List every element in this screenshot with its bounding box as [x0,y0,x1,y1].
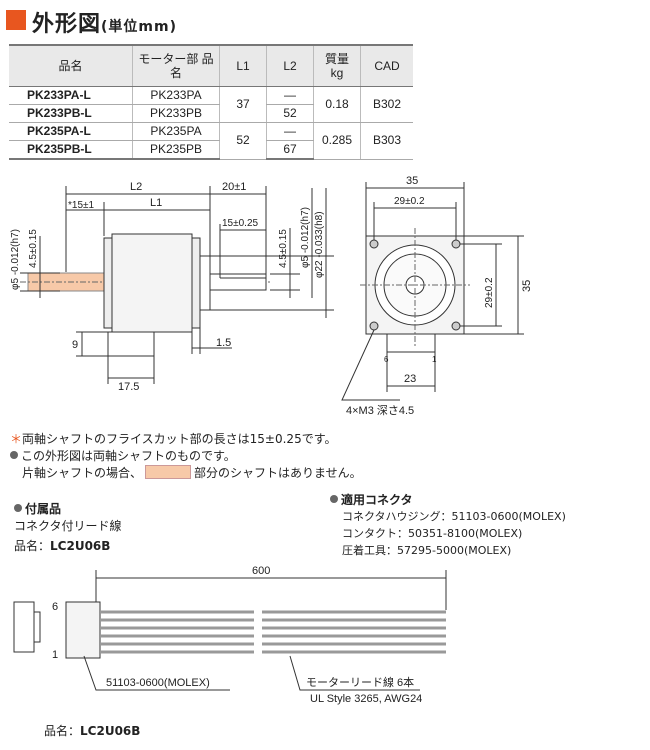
dim-17-5: 17.5 [118,381,139,393]
note-drawing: この外形図は両軸シャフトのものです。 [10,447,236,464]
connector-item: コンタクト：50351-8100(MOLEX) [342,527,523,540]
title-unit: (単位mm) [101,19,177,35]
accessory-heading-text: 付属品 [25,502,62,516]
spec-table: 品名 モーター部 品名 L1 L2 質量 kg CAD PK233PA-L PK… [9,44,413,160]
dim-phi5-front: φ5 -0.012(h7) [300,207,311,268]
table-row: PK233PB-L PK233PB 52 [9,104,413,123]
dim-35-side: 35 [521,280,533,292]
note-text-1: 両軸シャフトのフライスカット部の長さは15±0.25です。 [22,432,337,446]
note-text-3b: 部分のシャフトはありません。 [194,466,362,480]
accessory-model-value: LC2U06B [50,539,111,553]
cell-mass: 0.18 [313,86,361,123]
table-row: PK233PA-L PK233PA 37 — 0.18 B302 [9,86,413,123]
cable-model-value: LC2U06B [80,724,141,738]
note-text-2: この外形図は両軸シャフトのものです。 [21,449,236,463]
cell-l1: 37 [219,86,267,123]
cell-motor: PK233PB [132,104,220,123]
cell-name: PK233PA-L [9,86,133,105]
col-header-l2: L2 [266,44,314,87]
dim-23: 23 [404,373,416,385]
cable-pin-1: 1 [52,649,58,661]
col-header-motor: モーター部 品名 [132,44,220,87]
cable-model-label: 品名： [44,724,81,738]
accessory-label: 品名： [14,539,51,553]
accessory-model: 品名：LC2U06B [14,537,110,554]
col-header-l1: L1 [219,44,267,87]
motor-drawing: L2 L1 20±1 *15±1 15±0.25 4.5±0.15 φ5 -0.… [10,175,533,417]
cell-cad: B302 [360,86,413,123]
accessory-heading: 付属品 [14,500,61,517]
dim-1-5: 1.5 [216,337,231,349]
cable-pin-6: 6 [52,601,58,613]
cell-name: PK235PA-L [9,122,133,141]
dim-29-top: 29±0.2 [394,196,425,207]
cell-cad: B303 [360,122,413,160]
cable-style-label: UL Style 3265, AWG24 [310,693,422,705]
note-text-3a: 片軸シャフトの場合、 [22,466,143,480]
pin-1-label: 1 [432,355,437,364]
bullet-icon [330,495,338,503]
cell-l2: — [266,122,314,141]
cable-housing-label: 51103-0600(MOLEX) [106,677,210,689]
connector-item: コネクタハウジング：51103-0600(MOLEX) [342,510,566,523]
col-header-mass: 質量 kg [313,44,361,87]
housing-side-view [65,601,101,659]
cell-mass: 0.285 [313,122,361,160]
dim-4-5-rear: 4.5±0.15 [28,229,39,268]
note-flat-cut: ＊両軸シャフトのフライスカット部の長さは15±0.25です。 [10,432,337,446]
dim-l1: L1 [150,197,162,209]
title-marker [6,10,26,30]
cell-motor: PK233PA [132,86,220,105]
note-single-shaft: 片軸シャフトの場合、 部分のシャフトはありません。 [22,464,362,481]
cable-length: 600 [252,565,270,577]
dim-4-5-front: 4.5±0.15 [278,229,289,268]
cell-l2: 52 [266,104,314,123]
dim-l2: L2 [130,181,142,193]
page-title: 外形図(単位mm) [32,6,177,38]
cell-name: PK233PB-L [9,104,133,123]
dim-phi22: φ22 -0.033(h8) [314,211,325,278]
dim-9: 9 [72,339,78,351]
col-header-cad: CAD [360,44,413,87]
title-text: 外形図 [32,12,102,37]
cell-motor: PK235PB [132,140,220,160]
cable-model: 品名：LC2U06B [44,722,140,739]
cell-l2: 67 [266,140,314,160]
col-header-name: 品名 [9,44,133,87]
cell-l1: 52 [219,122,267,160]
dim-screws: 4×M3 深さ4.5 [346,404,414,417]
dim-15-cut: 15±0.25 [222,218,259,229]
shaft-swatch [145,465,192,479]
front-shaft [209,273,267,291]
dim-35-top: 35 [406,175,418,187]
connector-heading-text: 適用コネクタ [341,493,413,507]
accessory-desc: コネクタ付リード線 [14,519,122,533]
motor-body [111,233,193,333]
cable-lead-label: モーターリード線 6本 [306,675,414,689]
connector-heading: 適用コネクタ [330,491,413,508]
pin-6-label: 6 [384,355,389,364]
table-row: PK235PB-L PK235PB 67 [9,140,413,160]
cell-name: PK235PB-L [9,140,133,160]
cell-l2: — [266,86,314,105]
dim-15-flat: *15±1 [68,200,95,211]
front-connector [386,333,436,353]
table-header-row: 品名 モーター部 品名 L1 L2 質量 kg CAD [9,44,413,87]
dim-29-side: 29±0.2 [484,277,495,308]
connector-block [107,331,155,357]
cable-drawing: 600 6 1 51103-0600(MOLEX) モーターリード線 6本 UL… [13,565,447,705]
housing-end-view [13,601,35,653]
cell-motor: PK235PA [132,122,220,141]
connector-item: 圧着工具：57295-5000(MOLEX) [342,544,512,557]
bullet-icon [14,504,22,512]
table-row: PK235PA-L PK235PA 52 — 0.285 B303 [9,122,413,160]
bullet-icon [10,451,18,459]
dim-20: 20±1 [222,181,246,193]
dim-phi5-rear: φ5 -0.012(h7) [10,229,21,290]
